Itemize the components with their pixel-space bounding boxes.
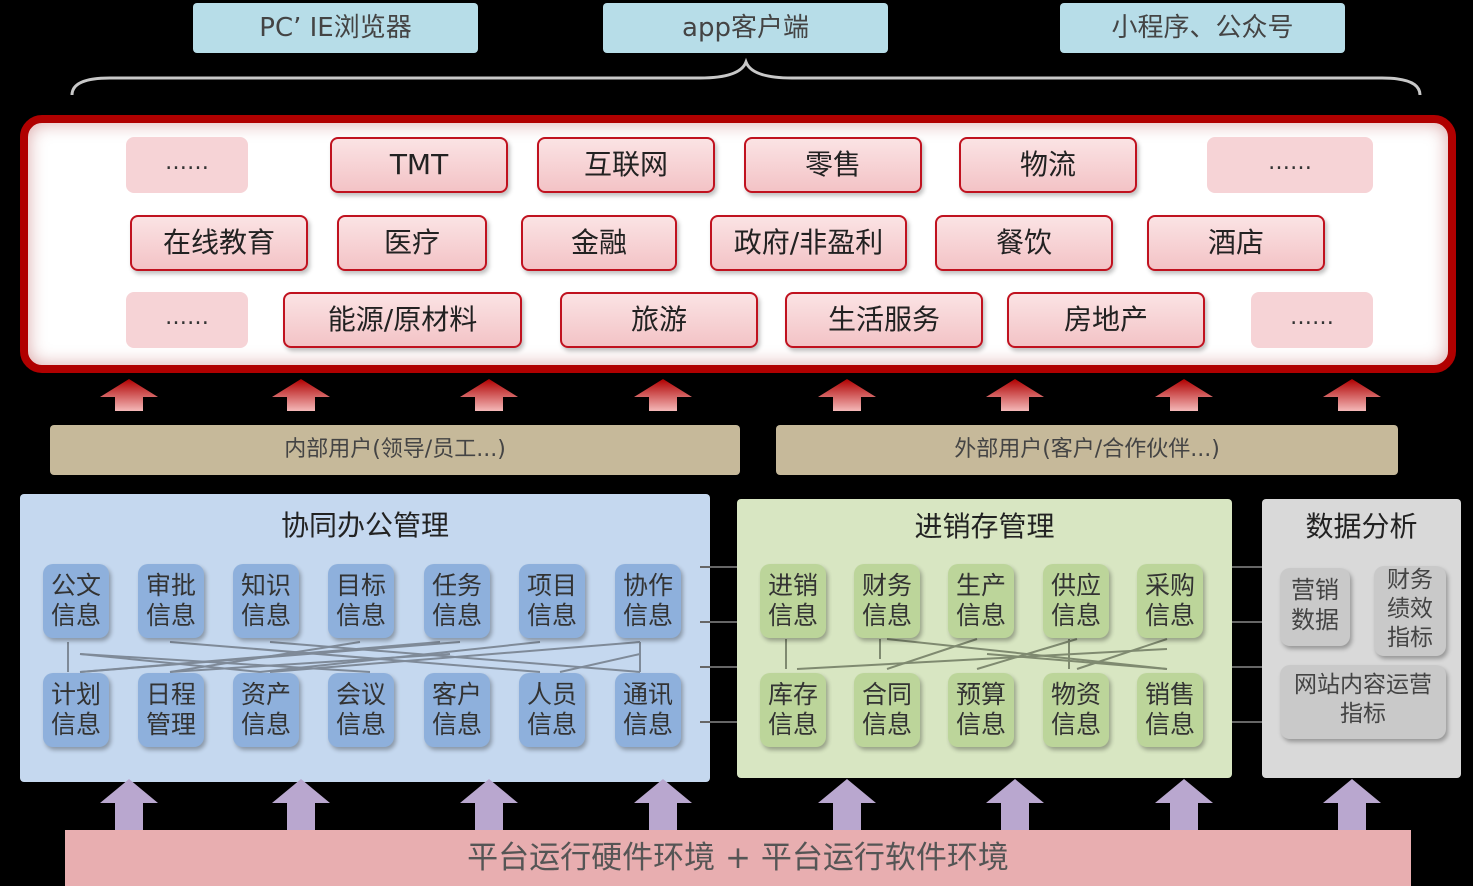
internal-users-bar: 内部用户(领导/员工...) <box>50 425 740 475</box>
up-arrow-red <box>272 379 330 411</box>
industry-more: …… <box>1207 137 1373 193</box>
industry-more: …… <box>126 292 248 348</box>
office-tile-collaboration: 协作信息 <box>615 564 681 638</box>
inventory-tile-production: 生产信息 <box>948 564 1014 638</box>
client-app: app客户端 <box>603 3 888 53</box>
inventory-tile-stock: 库存信息 <box>760 673 826 747</box>
office-tile-schedule: 日程管理 <box>138 673 204 747</box>
inventory-tile-procurement: 采购信息 <box>1137 564 1203 638</box>
industry-real-estate: 房地产 <box>1007 292 1205 348</box>
up-arrow-purple <box>818 779 876 831</box>
industry-tmt: TMT <box>330 137 508 193</box>
office-tile-approval: 审批信息 <box>138 564 204 638</box>
office-tile-personnel: 人员信息 <box>519 673 585 747</box>
brace-connector <box>70 57 1422 96</box>
up-arrow-red <box>1323 379 1381 411</box>
industry-catering: 餐饮 <box>935 215 1113 271</box>
client-miniprogram: 小程序、公众号 <box>1060 3 1345 53</box>
platform-environment-bar: 平台运行硬件环境 + 平台运行软件环境 <box>65 830 1411 886</box>
industry-retail: 零售 <box>744 137 922 193</box>
panel-title: 进销存管理 <box>914 510 1055 543</box>
analysis-tile-website: 网站内容运营指标 <box>1280 665 1446 739</box>
inventory-tile-supply: 供应信息 <box>1043 564 1109 638</box>
client-pc-browser: PC’ IE浏览器 <box>193 3 478 53</box>
industry-more: …… <box>126 137 248 193</box>
panel-connector-lines <box>700 566 1265 723</box>
inventory-tile-finance: 财务信息 <box>854 564 920 638</box>
inventory-tile-materials: 物资信息 <box>1043 673 1109 747</box>
industry-tourism: 旅游 <box>560 292 758 348</box>
office-tile-assets: 资产信息 <box>233 673 299 747</box>
industry-finance: 金融 <box>521 215 677 271</box>
up-arrow-red <box>986 379 1044 411</box>
analysis-tile-finance: 财务绩效指标 <box>1374 566 1446 656</box>
up-arrow-purple <box>460 779 518 831</box>
up-arrow-red <box>460 379 518 411</box>
up-arrow-purple <box>634 779 692 831</box>
up-arrow-purple <box>100 779 158 831</box>
office-tile-customer: 客户信息 <box>424 673 490 747</box>
office-tile-document: 公文信息 <box>43 564 109 638</box>
office-connector-lines <box>67 641 641 673</box>
industry-government: 政府/非盈利 <box>710 215 907 271</box>
external-users-bar: 外部用户(客户/合作伙伴...) <box>776 425 1398 475</box>
up-arrow-red <box>818 379 876 411</box>
inventory-tile-contract: 合同信息 <box>854 673 920 747</box>
inventory-tile-sales: 销售信息 <box>1137 673 1203 747</box>
up-arrow-purple <box>1323 779 1381 831</box>
inventory-tile-budget: 预算信息 <box>948 673 1014 747</box>
up-arrow-red <box>100 379 158 411</box>
office-tile-knowledge: 知识信息 <box>233 564 299 638</box>
office-tile-plan: 计划信息 <box>43 673 109 747</box>
industry-hotel: 酒店 <box>1147 215 1325 271</box>
up-arrow-red <box>1155 379 1213 411</box>
industry-life-service: 生活服务 <box>785 292 983 348</box>
industry-more: …… <box>1251 292 1373 348</box>
up-arrow-purple <box>272 779 330 831</box>
office-tile-meeting: 会议信息 <box>328 673 394 747</box>
office-tile-communication: 通讯信息 <box>615 673 681 747</box>
industry-energy: 能源/原材料 <box>283 292 522 348</box>
up-arrow-purple <box>1155 779 1213 831</box>
up-arrow-purple <box>986 779 1044 831</box>
panel-title: 数据分析 <box>1305 510 1418 543</box>
inventory-connector-lines <box>785 638 1168 670</box>
industry-logistics: 物流 <box>959 137 1137 193</box>
office-tile-goal: 目标信息 <box>328 564 394 638</box>
office-tile-task: 任务信息 <box>424 564 490 638</box>
up-arrow-red <box>634 379 692 411</box>
inventory-tile-purchase-sale: 进销信息 <box>760 564 826 638</box>
office-tile-project: 项目信息 <box>519 564 585 638</box>
industry-internet: 互联网 <box>537 137 715 193</box>
industry-online-education: 在线教育 <box>130 215 308 271</box>
panel-title: 协同办公管理 <box>280 509 449 542</box>
analysis-tile-marketing: 营销数据 <box>1280 568 1350 646</box>
industry-medical: 医疗 <box>337 215 487 271</box>
